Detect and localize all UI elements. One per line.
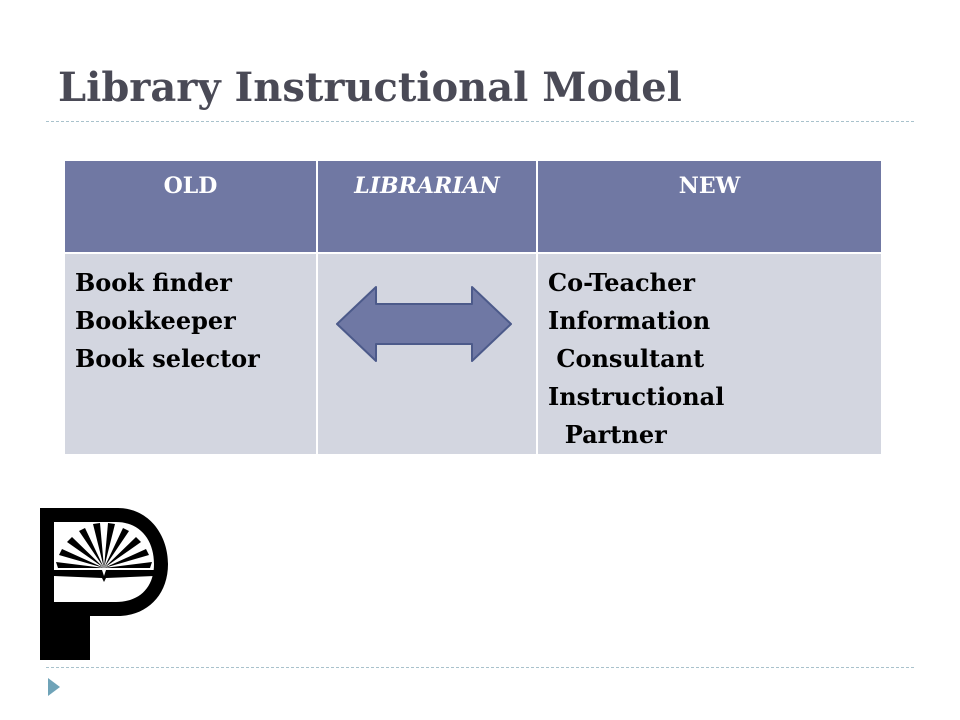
header-new: NEW (536, 159, 883, 254)
new-role-item: Partner (548, 420, 667, 449)
title-divider (46, 121, 914, 122)
old-roles-cell: Book finder Bookkeeper Book selector (63, 252, 318, 456)
double-headed-arrow-icon (336, 286, 512, 362)
header-librarian: LIBRARIAN (316, 159, 538, 254)
new-role-item: Information (548, 306, 711, 335)
header-old: OLD (63, 159, 318, 254)
triangle-bullet-icon (48, 678, 60, 696)
library-book-p-logo (40, 508, 168, 660)
old-role-item: Book finder (75, 268, 232, 297)
table-header-row: OLD LIBRARIAN NEW (63, 159, 883, 254)
slide-title: Library Instructional Model (58, 64, 682, 111)
old-role-item: Book selector (75, 344, 260, 373)
new-roles-cell: Co-Teacher Information Consultant Instru… (536, 252, 883, 456)
footer-divider (46, 667, 914, 668)
instructional-model-table: OLD LIBRARIAN NEW Book finder Bookkeeper… (63, 159, 883, 456)
old-role-item: Bookkeeper (75, 306, 236, 335)
new-role-item: Instructional (548, 382, 725, 411)
new-role-item: Consultant (548, 344, 705, 373)
new-role-item: Co-Teacher (548, 268, 695, 297)
arrow-cell (316, 252, 538, 456)
table-row: Book finder Bookkeeper Book selector Co-… (63, 252, 883, 456)
